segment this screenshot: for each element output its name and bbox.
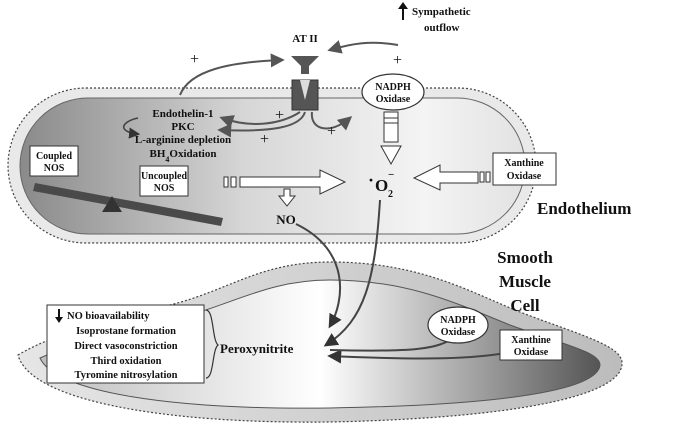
feedback-to-at2-arrow — [179, 53, 285, 96]
xanthine-bottom-line1: Xanthine — [511, 335, 551, 346]
mechanism-pkc: PKC — [171, 121, 194, 133]
mechanism-bh4: BH4Oxidation — [150, 148, 217, 164]
superoxide-dot: · — [368, 170, 374, 190]
smooth-label: Smooth — [497, 248, 553, 267]
mechanism-arginine: L-arginine depletion — [135, 134, 231, 146]
xanthine-right-line1: Xanthine — [504, 158, 544, 169]
plus-sign-sympathetic: + — [393, 52, 402, 69]
no-label: NO — [276, 212, 296, 227]
superoxide-label: · O − 2 — [368, 169, 394, 200]
effect-no-bioavailability: NO bioavailability — [67, 311, 150, 322]
effects-box: NO bioavailability Isoprostane formation… — [46, 304, 219, 384]
uncoupled-nos-box: Uncoupled NOS — [139, 165, 189, 197]
at2-to-pkc-arrow — [217, 111, 306, 138]
nadph-oxidase-bottom: NADPH Oxidase — [427, 306, 489, 344]
uncoupled-to-superoxide-arrow — [223, 169, 347, 207]
peroxynitrite-label: Peroxynitrite — [220, 341, 294, 356]
xanthine-bottom-line2: Oxidase — [514, 347, 549, 358]
coupled-nos-line2: NOS — [44, 163, 65, 174]
superoxide-charge: − — [388, 169, 394, 181]
sympathetic-label-line2: outflow — [424, 22, 460, 34]
xanthine-right-line2: Oxidase — [507, 171, 542, 182]
down-arrow-icon — [55, 309, 63, 323]
plus-sign-at2-b: + — [260, 131, 269, 148]
superoxide-to-peroxynitrite-arrow — [323, 199, 381, 347]
at2-to-mechanisms-arrow — [219, 111, 301, 129]
at2-receptor — [291, 56, 319, 111]
coupled-nos-box: Coupled NOS — [29, 145, 79, 177]
nadph-top-line1: NADPH — [375, 82, 411, 93]
uncoupled-nos-line1: Uncoupled — [141, 171, 188, 182]
effect-third-oxidation: Third oxidation — [91, 356, 162, 367]
xanthine-oxidase-bottom: Xanthine Oxidase — [499, 329, 563, 361]
sympathetic-label-line1: Sympathetic — [412, 6, 471, 18]
effect-isoprostane: Isoprostane formation — [76, 326, 176, 337]
endothelium-label: Endothelium — [537, 199, 631, 218]
plus-sign-feedback: + — [190, 51, 199, 68]
nadph-bottom-line1: NADPH — [440, 315, 476, 326]
uncoupled-nos-line2: NOS — [154, 183, 175, 194]
sympathetic-up-arrow — [398, 2, 408, 20]
mechanism-endothelin: Endothelin-1 — [152, 108, 213, 120]
superoxide-subscript: 2 — [388, 189, 393, 200]
at2-label: AT II — [292, 33, 318, 45]
at2-to-nadph-arrow — [310, 111, 353, 131]
effect-tyromine: Tyromine nitrosylation — [75, 370, 178, 381]
cell-label: Cell — [510, 296, 540, 315]
nadph-oxidase-top: NADPH Oxidase — [361, 73, 425, 166]
nadph-top-line2: Oxidase — [376, 94, 411, 105]
coupled-nos-line1: Coupled — [36, 151, 73, 162]
bh4-prefix: BH — [150, 148, 166, 160]
plus-sign-at2-c: + — [327, 123, 336, 140]
effect-vasoconstriction: Direct vasoconstriction — [74, 341, 177, 352]
endothelin-pkc-arrow — [122, 117, 141, 139]
bh4-suffix: Oxidation — [169, 148, 216, 160]
muscle-label: Muscle — [499, 272, 551, 291]
xanthine-oxidase-right: Xanthine Oxidase — [412, 152, 557, 191]
plus-sign-at2-a: + — [275, 107, 284, 124]
effects-brace — [205, 309, 219, 379]
no-to-peroxynitrite-arrow — [295, 223, 342, 329]
nos-balance-seesaw — [33, 183, 223, 226]
nadph-bottom-line2: Oxidase — [441, 327, 476, 338]
sympathetic-to-at2-arrow — [327, 40, 399, 54]
endothelium-cell — [7, 87, 537, 244]
bh4-subscript: 4 — [165, 155, 169, 164]
superoxide-o: O — [375, 176, 388, 195]
